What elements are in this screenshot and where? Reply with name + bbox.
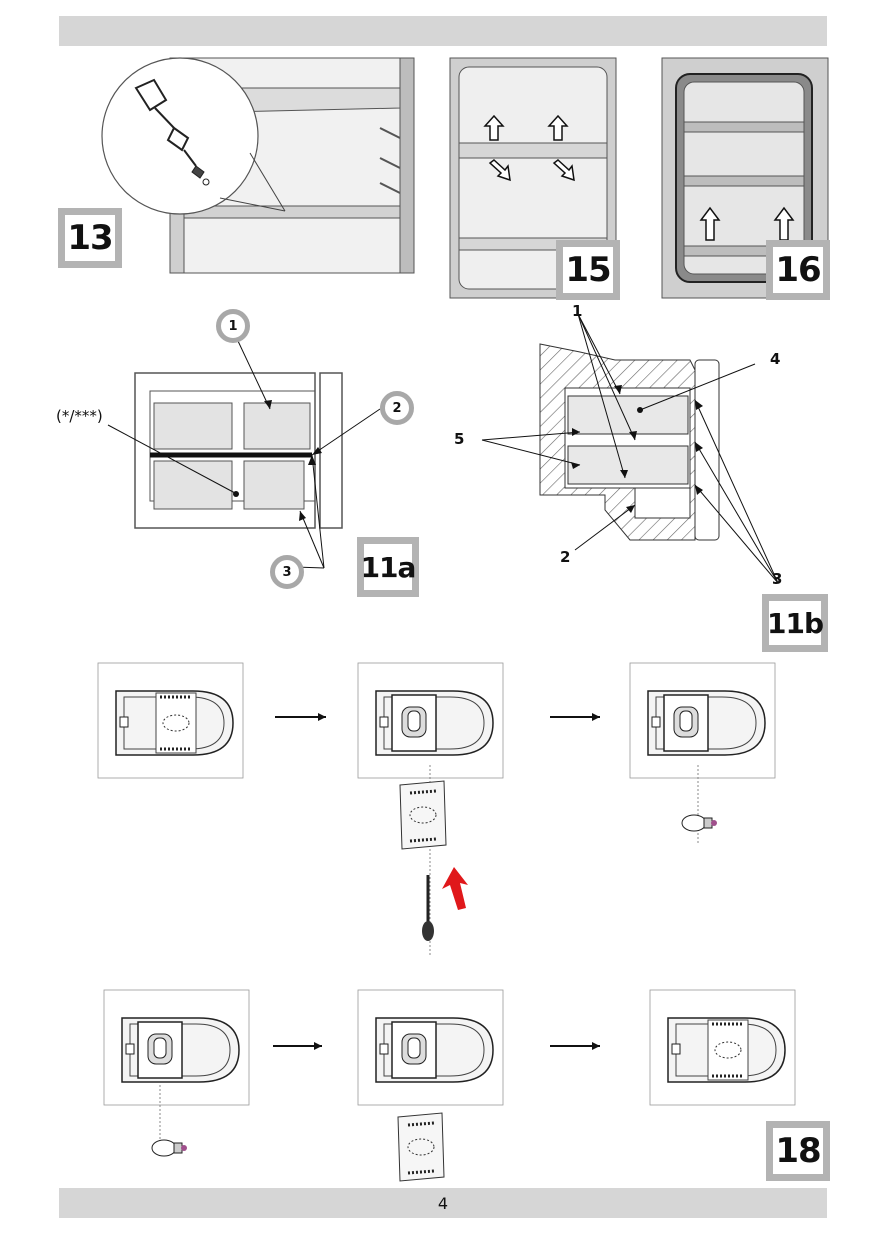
figure-16-badge: 16 xyxy=(766,240,830,300)
label-4: 4 xyxy=(770,350,781,368)
figure-18-badge: 18 xyxy=(766,1121,830,1181)
figure-11b-badge: 11b xyxy=(762,594,828,652)
figure-11b-diagram xyxy=(481,313,779,584)
figure-11a-badge: 11a xyxy=(357,537,419,597)
figure-15: 15 xyxy=(449,57,620,300)
callout-3: 3 xyxy=(270,555,304,589)
label-2: 2 xyxy=(560,548,571,566)
figure-18-illustration xyxy=(96,661,797,1183)
figure-11b: 1 4 5 2 3 11b xyxy=(440,300,830,652)
callout-2: 2 xyxy=(380,391,414,425)
figure-18: 18 xyxy=(90,655,830,1183)
figure-11a-diagram xyxy=(107,340,381,569)
figure-15-illustration xyxy=(449,57,617,299)
figure-16: 16 xyxy=(661,57,830,300)
footer-bar: 4 xyxy=(59,1188,827,1218)
figure-13-illustration xyxy=(101,57,415,274)
page-number: 4 xyxy=(437,1193,449,1213)
header-bar xyxy=(59,16,827,46)
label-1: 1 xyxy=(572,302,583,320)
figure-13: 13 xyxy=(58,57,430,274)
label-5: 5 xyxy=(454,430,465,448)
note-label: (*/***) xyxy=(56,407,103,425)
figure-13-badge: 13 xyxy=(58,208,122,268)
figure-15-badge: 15 xyxy=(556,240,620,300)
callout-1: 1 xyxy=(216,309,250,343)
figure-11a: 1 2 3 (*/***) 11a xyxy=(50,305,430,605)
label-3: 3 xyxy=(772,570,783,588)
